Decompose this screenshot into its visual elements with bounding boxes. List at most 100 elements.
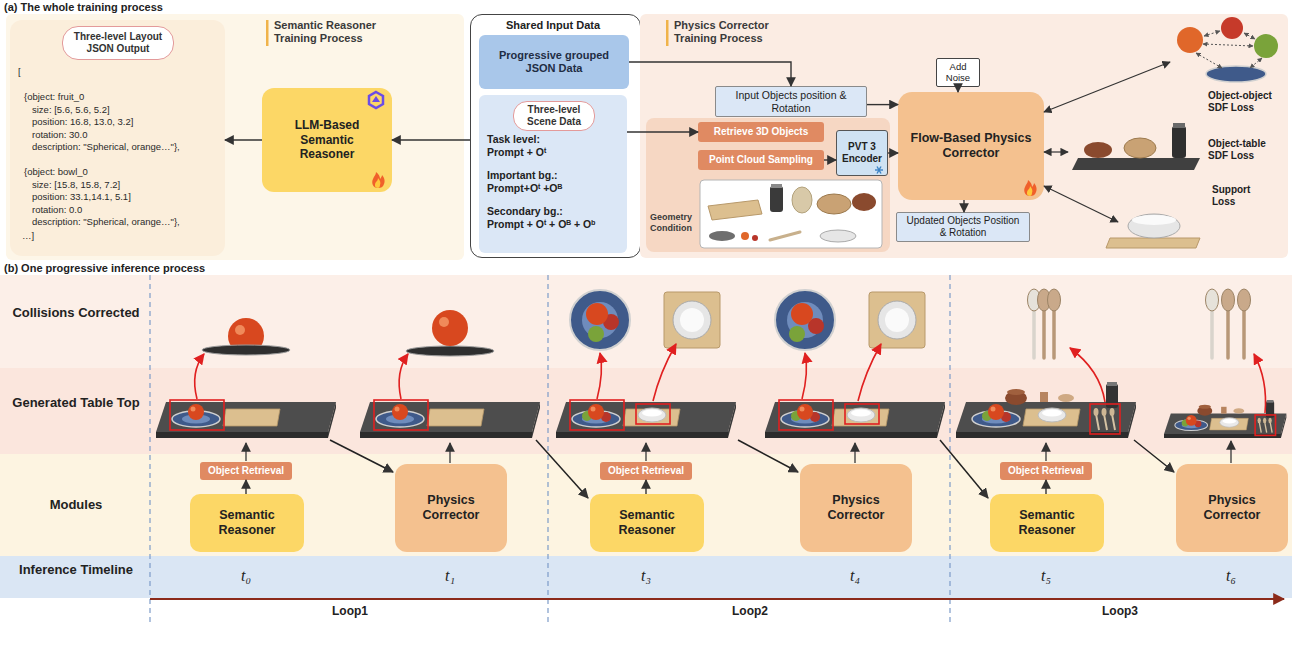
box-label: Object Retrieval xyxy=(608,465,684,477)
fruit xyxy=(1177,27,1203,53)
plate xyxy=(376,411,424,427)
spoon-handle xyxy=(1210,310,1214,358)
table-edge xyxy=(728,402,736,438)
zoom-arrow xyxy=(1070,348,1105,402)
bowl xyxy=(709,231,735,241)
region-label: Geometry Condition xyxy=(650,212,698,234)
fruit-highlight xyxy=(1187,417,1190,420)
plate-center xyxy=(791,415,819,424)
process-box: Point Cloud Sampling xyxy=(698,150,824,170)
highlight-box xyxy=(1090,404,1120,434)
connector-arrow xyxy=(629,62,791,86)
sdf-arrow xyxy=(1196,53,1222,68)
loss-arrow xyxy=(1044,62,1170,112)
plate-center xyxy=(787,302,823,338)
fruit-highlight xyxy=(591,407,596,412)
box-label: Physics Corrector xyxy=(1184,493,1280,523)
cutting-board xyxy=(223,409,280,426)
cutting-board xyxy=(427,409,484,426)
code-line: description: "Spherical, orange…"}, xyxy=(32,216,180,227)
loop-label: Loop3 xyxy=(1080,604,1160,618)
connector-arrow xyxy=(867,104,898,105)
row-band: Generated Table Top xyxy=(0,368,1292,454)
loss-illustrations xyxy=(1044,17,1278,248)
plate xyxy=(202,345,290,355)
fruit-highlight xyxy=(235,325,245,335)
plate xyxy=(1206,66,1266,82)
region-label: Prompt+Oᵗ +Oᴮ xyxy=(487,182,562,195)
table-scene xyxy=(765,400,945,438)
code-line: {object: bowl_0 xyxy=(24,166,88,177)
spoon-head xyxy=(1110,408,1115,416)
fruit xyxy=(1186,415,1197,426)
noise-box: Add Noise xyxy=(936,58,980,87)
retrieval-box: Object Retrieval xyxy=(200,462,292,480)
plate-center xyxy=(982,415,1010,424)
box-label: Three-level Layout JSON Output xyxy=(69,31,167,55)
cup xyxy=(1221,407,1226,414)
time-step: t₀ xyxy=(226,566,266,585)
basket xyxy=(817,194,851,214)
bowl xyxy=(1220,418,1239,428)
fruit xyxy=(228,318,264,354)
spoon-head xyxy=(1038,289,1051,311)
code-line: rotation: 0.0 xyxy=(32,204,82,215)
cutting-board xyxy=(708,200,762,220)
table-top xyxy=(765,402,945,432)
region-label: Generated Table Top xyxy=(6,395,146,411)
table-edge xyxy=(937,402,945,438)
highlight-box xyxy=(636,404,670,424)
bowl-inside xyxy=(1132,215,1176,225)
plate-center xyxy=(386,415,414,424)
fruit xyxy=(741,232,749,240)
training-panel: Physics Corrector Training ProcessInput … xyxy=(640,14,1288,258)
loop-divider xyxy=(547,275,548,622)
reasoner-box: Semantic Reasoner xyxy=(990,494,1104,552)
loss-label: Object-table SDF Loss xyxy=(1208,138,1286,162)
zoom-arrow xyxy=(653,344,676,401)
data-box: Progressive grouped JSON Data xyxy=(479,35,629,89)
region-label: Collisions Corrected xyxy=(6,305,146,321)
code-line: description: "Spherical, orange…"}, xyxy=(32,141,180,152)
header-pill: Three-level Scene Data xyxy=(513,101,595,131)
box-label: Object Retrieval xyxy=(1008,465,1084,477)
fruit-highlight xyxy=(395,407,400,412)
bowl xyxy=(638,408,666,422)
model-logo xyxy=(372,96,380,102)
box-label: Progressive grouped JSON Data xyxy=(489,49,619,75)
flame xyxy=(1024,180,1036,196)
retrieval-box: Object Retrieval xyxy=(600,462,692,480)
region-label: Task level: xyxy=(487,133,540,146)
fruit xyxy=(810,412,820,422)
flow-arrow xyxy=(330,440,393,472)
corrector-box: Flow-Based Physics Corrector xyxy=(898,92,1044,200)
fruit xyxy=(1221,17,1243,39)
snowflake-arm xyxy=(877,167,881,174)
code-line: {object: fruit_0 xyxy=(24,91,84,102)
box-label: Physics Corrector xyxy=(808,493,904,523)
jar-lid xyxy=(1107,382,1117,386)
bowl xyxy=(1128,214,1180,238)
connector-arrow xyxy=(392,139,470,140)
corrector-box: Physics Corrector xyxy=(800,464,912,552)
json-output-box: [{object: fruit_0size: [5.6, 5.6, 5.2]po… xyxy=(10,20,225,256)
corrector-box: Physics Corrector xyxy=(395,464,507,552)
region-label: Modules xyxy=(6,497,146,513)
bowl xyxy=(847,408,875,422)
cutting-board xyxy=(1023,409,1080,426)
loop-label: Loop2 xyxy=(710,604,790,618)
table-edge xyxy=(956,432,1128,438)
region-label: Physics Corrector Training Process xyxy=(674,19,794,45)
region-label: Prompt + Oᵗ xyxy=(487,146,546,159)
fruit xyxy=(791,303,813,325)
frozen-icon xyxy=(875,167,883,174)
region-label: Inference Timeline xyxy=(6,562,146,578)
cutting-board xyxy=(869,292,925,348)
fruit xyxy=(588,326,604,342)
table-top xyxy=(956,402,1136,432)
connector-arrow xyxy=(957,87,958,92)
jar xyxy=(1106,384,1118,408)
pot xyxy=(1197,406,1212,416)
code-line: size: [5.6, 5.6, 5.2] xyxy=(32,104,110,115)
